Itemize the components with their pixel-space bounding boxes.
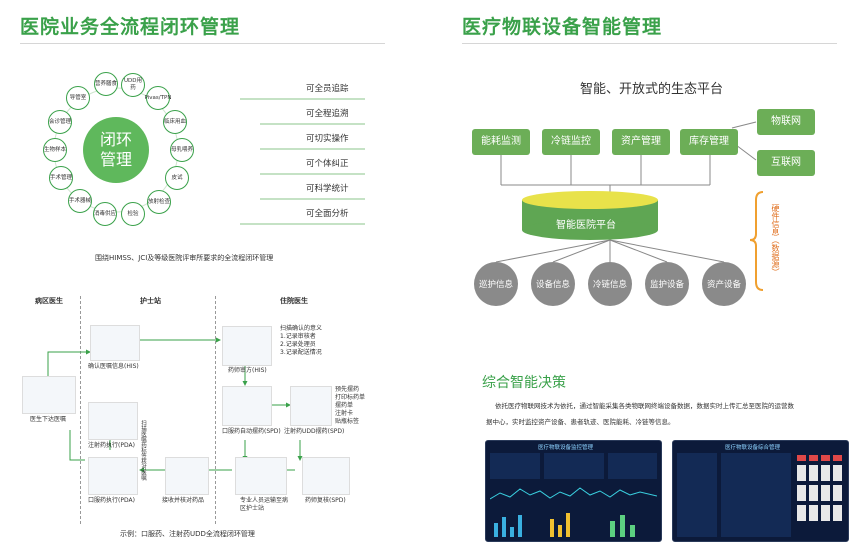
platform-cylinder [522, 191, 658, 240]
circle-device: 设备信息 [531, 262, 575, 306]
right-title: 医疗物联设备智能管理 [462, 16, 663, 38]
pre-pack-5: 贴瓶标签 [335, 418, 360, 425]
dashboard-1-title: 医疗物联设备监控管理 [538, 445, 594, 451]
circle-patrol: 巡护信息 [474, 262, 518, 306]
dash1-panel-b [544, 453, 604, 479]
section2-title: 综合智能决策 [482, 375, 566, 391]
left-divider [20, 43, 385, 44]
pre-pack-1: 预先摆药 [335, 386, 360, 393]
illustration-transport [235, 457, 287, 495]
sat-pivas: Pivas/TPN [145, 86, 171, 110]
illustration-confirm [90, 325, 140, 361]
caption-loop: 围绕HIMSS、JCI及等级医院评审所要求的全流程闭环管理 [95, 254, 274, 262]
step-doctor-order: 医生下达医嘱 [30, 416, 67, 423]
lane-inpatient-doctor: 住院医生 [280, 297, 308, 305]
pre-pack-3: 摆药单 [335, 402, 354, 409]
circle-asset-device: 资产设备 [702, 262, 746, 306]
dash2-panel-b [721, 453, 791, 537]
circle-coldchain: 冷链信息 [588, 262, 632, 306]
sat-lab: 检验 [121, 202, 145, 226]
illustration-oral-exec [88, 457, 138, 495]
goal-3: 可切实操作 [306, 134, 349, 144]
box-asset: 资产管理 [612, 129, 670, 155]
dash1-bars [494, 513, 635, 537]
illustration-inj-exec [88, 402, 138, 440]
pre-pack-2: 打印标药单 [335, 394, 366, 401]
dash1-panel-a [490, 453, 540, 479]
illustration-receive [165, 457, 209, 495]
goal-4: 可个体纠正 [306, 159, 349, 169]
dashboard-screen-1: 医疗物联设备监控管理 [485, 440, 662, 542]
goal-2: 可全程追溯 [306, 109, 349, 119]
goal-lines [240, 98, 365, 225]
sat-blood: 临床用血 [163, 110, 187, 134]
sat-cathlab: 导管室 [66, 86, 90, 110]
scan-item-1: 1.记录审核者 [280, 333, 316, 340]
dashboard-screen-2: 医疗物联设备综合管理 [672, 440, 849, 542]
goal-5: 可科学统计 [306, 184, 349, 194]
sat-consult: 会诊管理 [48, 110, 72, 134]
scan-item-3: 3.记录配送情况 [280, 349, 322, 356]
scan-title: 扫描确认的意义 [280, 325, 323, 332]
sat-instruments: 手术器械 [68, 189, 92, 213]
loop-hub: 闭环管理 [83, 117, 149, 183]
caption-workflow: 示例：口服药、注射药UDD全流程闭环管理 [120, 530, 255, 538]
illustration-recheck [302, 457, 350, 495]
box-internet: 互联网 [757, 150, 815, 176]
dash1-panel-c [608, 453, 657, 479]
box-energy: 能耗监测 [472, 129, 530, 155]
lane-divider-1 [80, 296, 81, 524]
illustration-inj-udd [290, 386, 332, 426]
right-divider [462, 43, 837, 44]
step-scan-check: 扫描医嘱药标签核对医嘱 [140, 420, 146, 481]
sat-skintest: 皮试 [165, 166, 189, 190]
step-pharmacy: 药师审方(HIS) [228, 367, 267, 374]
platform-label: 智能医院平台 [556, 220, 616, 231]
step-transport: 专业人员运输至病区护士站 [240, 497, 289, 512]
step-recheck: 药师复核(SPD) [305, 497, 346, 504]
step-oral-exec: 口服药执行(PDA) [88, 497, 135, 504]
scan-item-2: 2.记录处理员 [280, 341, 316, 348]
hardware-label: 硬件信息（数据源） [771, 204, 780, 276]
illustration-pharmacy [222, 326, 272, 366]
step-receive: 接收并核对药品 [162, 497, 205, 504]
lane-nurse-station: 护士站 [140, 297, 161, 305]
step-confirm: 确认医嘱信息(HIS) [88, 363, 139, 370]
lane-divider-2 [215, 296, 216, 524]
section2-text-2: 据中心，实时监控资产设备、患者轨迹、医院能耗、冷链等信息。 [486, 418, 675, 426]
circle-monitor: 监护设备 [645, 262, 689, 306]
platform-subtitle: 智能、开放式的生态平台 [580, 82, 724, 97]
workflow-arrows [47, 337, 303, 473]
sat-breastmilk: 母乳喂养 [170, 138, 194, 162]
lane-ward-doctor: 病区医生 [35, 297, 63, 305]
sat-radiology: 放射检查 [147, 190, 171, 214]
sat-surgery: 手术管理 [49, 166, 73, 190]
box-inventory: 库存管理 [680, 129, 738, 155]
sat-specimen: 生物样本 [43, 138, 67, 162]
platform-lines [495, 121, 764, 291]
step-inj-udd: 注射药UDD摆药(SPD) [284, 428, 345, 435]
dash2-panel-a [677, 453, 717, 537]
box-iot: 物联网 [757, 109, 815, 135]
illustration-auto-med [222, 386, 272, 426]
pre-pack-4: 注射卡 [335, 410, 354, 417]
box-coldchain: 冷链监控 [542, 129, 600, 155]
section2-text-1: 依托医疗物联网技术为依托，通过智能采集各类物联网终端设备数据，数据实时上传汇总至… [495, 402, 794, 410]
step-auto-med: 口服药自动摆药(SPD) [222, 428, 281, 435]
goal-1: 可全员追踪 [306, 84, 349, 94]
dashboard-2-title: 医疗物联设备综合管理 [725, 445, 781, 451]
goal-6: 可全面分析 [306, 209, 349, 219]
sat-sterile: 消毒供应 [93, 202, 117, 226]
sat-nutrition: 营养膳食 [94, 72, 118, 96]
dash1-wave [490, 487, 657, 500]
sat-udd: UDD用药 [121, 73, 145, 97]
left-title: 医院业务全流程闭环管理 [20, 16, 241, 38]
dash2-grid [797, 455, 842, 521]
illustration-doctor-order [22, 376, 76, 414]
step-inj-exec: 注射药执行(PDA) [88, 442, 135, 449]
